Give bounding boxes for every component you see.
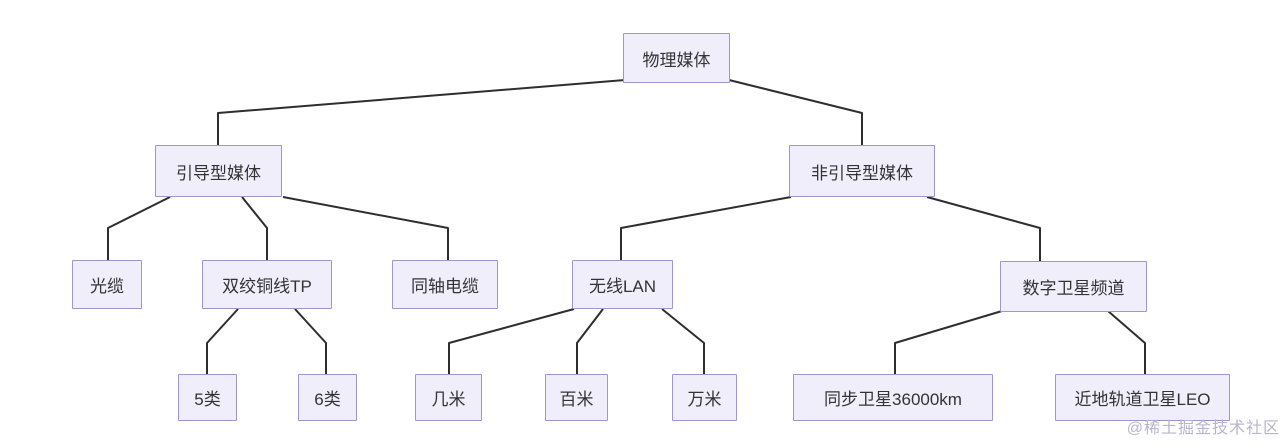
edge-twisted-cat6 (294, 308, 327, 374)
node-cat5: 5类 (178, 374, 237, 421)
edge-twisted-cat5 (206, 308, 239, 374)
node-wireless-lan: 无线LAN (572, 260, 673, 309)
node-guided-media: 引导型媒体 (155, 145, 282, 197)
edge-unguided-wlan (620, 196, 792, 260)
node-unguided-media: 非引导型媒体 (789, 145, 935, 197)
node-digital-satellite: 数字卫星频道 (1000, 261, 1147, 312)
node-hundred-meters: 百米 (545, 374, 608, 421)
edge-wlan-hundred-m (576, 308, 604, 374)
edge-wlan-wan-m (661, 308, 705, 374)
node-coaxial-cable: 同轴电缆 (392, 260, 498, 309)
node-leo-satellite: 近地轨道卫星LEO (1055, 374, 1230, 421)
edge-guided-coaxial (282, 196, 449, 260)
node-few-meters: 几米 (415, 374, 482, 421)
node-twisted-pair-tp: 双绞铜线TP (202, 260, 332, 309)
edge-wlan-few-m (448, 308, 575, 374)
edge-root-unguided (728, 79, 863, 145)
node-ten-thousand-meters: 万米 (672, 374, 737, 421)
node-geo-satellite-36000km: 同步卫星36000km (793, 374, 993, 421)
watermark: @稀土掘金技术社区 (1126, 420, 1280, 437)
node-cat6: 6类 (298, 374, 357, 421)
edge-guided-twisted (241, 196, 268, 260)
edge-satellite-leo (1107, 310, 1146, 374)
edge-satellite-geo (894, 310, 1003, 374)
edge-unguided-satellite (926, 196, 1041, 261)
node-optical-cable: 光缆 (72, 260, 142, 309)
edge-guided-fiber (107, 196, 171, 260)
edge-root-guided (217, 79, 626, 145)
node-physical-media: 物理媒体 (623, 33, 730, 83)
